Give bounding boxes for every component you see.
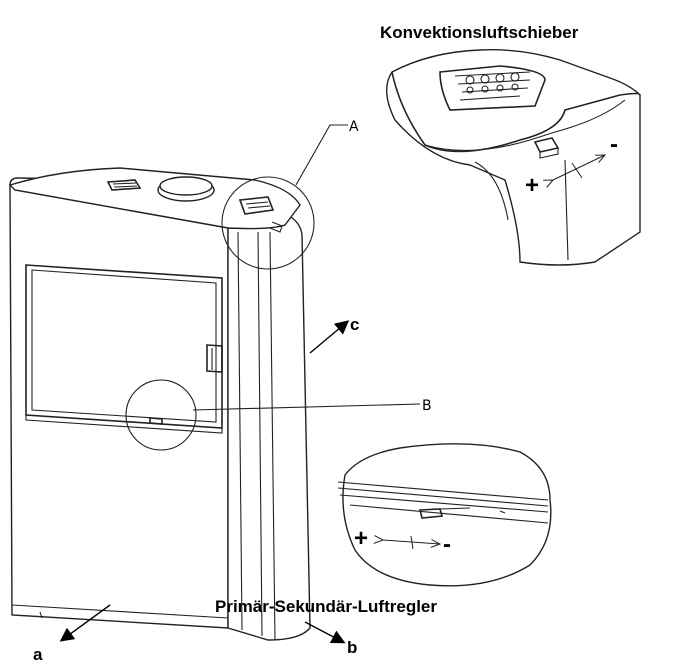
top-minus-sign: - [610,131,618,158]
primary-lever [149,417,163,425]
callout-a-label: A [349,119,359,135]
zoom-primary-lever [418,508,444,519]
zoom-grille [439,65,546,111]
arrow-b [304,621,346,644]
direction-b-label: b [347,638,357,657]
callout-b-label: B [422,398,432,414]
convection-slider-knob [238,196,275,215]
arrow-c [309,320,350,354]
detail-a-circle [221,124,348,270]
direction-a-label: a [33,645,43,664]
direction-c-label: c [350,315,359,334]
bottom-minus-sign: - [443,531,451,558]
top-plus-sign: + [525,172,539,199]
detail-b-circle [125,379,421,451]
door-handle [206,344,223,373]
convection-slider-title: Konvektionsluftschieber [380,23,579,42]
detail-a-zoom [386,49,641,266]
bottom-plus-sign: + [354,525,368,552]
stove-body [8,167,311,641]
arrow-a [59,604,111,642]
primary-secondary-regulator-title: Primär-Sekundär-Luftregler [215,597,437,616]
detail-b-zoom [337,443,552,587]
top-vent-grille [106,179,142,191]
